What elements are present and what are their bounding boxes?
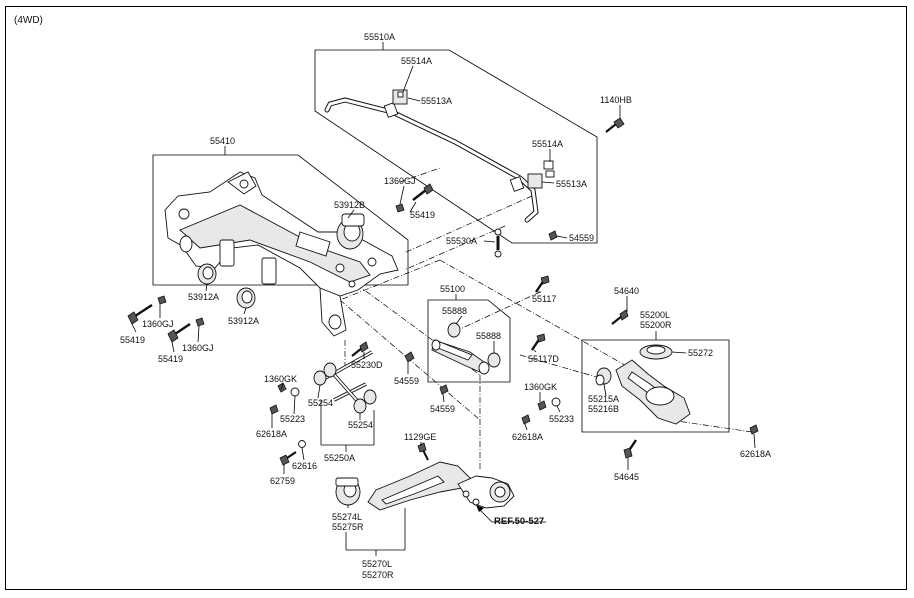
label-55233: 55233 xyxy=(549,414,574,424)
upper-arm xyxy=(595,359,691,425)
bushing-53912a-b xyxy=(236,287,256,309)
bolt-55117 xyxy=(535,275,550,293)
alignment-lines xyxy=(339,167,753,470)
label-55200r: 55200R xyxy=(640,320,672,330)
nut-54559-mid xyxy=(404,351,415,363)
label-62618a-right: 62618A xyxy=(740,449,771,459)
label-55419-top: 55419 xyxy=(410,210,435,220)
spring-seat-55272 xyxy=(639,344,673,360)
label-62618a-mid: 62618A xyxy=(512,432,543,442)
label-55888-b: 55888 xyxy=(476,331,501,341)
label-54559-top: 54559 xyxy=(569,233,594,243)
part-labels: 55510A 55514A 55513A 1140HB 55514A 55513… xyxy=(120,32,771,580)
label-55230d: 55230D xyxy=(351,360,383,370)
label-55200l: 55200L xyxy=(640,310,670,320)
nut-62618a-left xyxy=(269,404,279,415)
label-55275r: 55275R xyxy=(332,522,364,532)
label-62759: 62759 xyxy=(270,476,295,486)
label-55514a-mid: 55514A xyxy=(532,139,563,149)
bolt-54640 xyxy=(611,309,629,325)
label-1360gj-bottom: 1360GJ xyxy=(182,343,214,353)
bolt-62759 xyxy=(279,451,297,466)
bolt-54645 xyxy=(623,439,637,459)
label-53912a-b: 53912A xyxy=(228,316,259,326)
bolt-1140hb xyxy=(605,117,625,133)
label-1360gk-left: 1360GK xyxy=(264,374,297,384)
label-55513a-mid: 55513A xyxy=(556,179,587,189)
label-55250a: 55250A xyxy=(324,453,355,463)
bushing-53912b xyxy=(336,213,365,250)
label-55117: 55117 xyxy=(532,294,556,304)
label-55419-bottom: 55419 xyxy=(158,354,183,364)
bushing-53912a-a xyxy=(197,263,217,285)
washer-55223 xyxy=(290,387,300,397)
label-1360gk-right: 1360GK xyxy=(524,382,557,392)
label-1360gj-left: 1360GJ xyxy=(142,319,174,329)
bolt-55419-bottom xyxy=(167,317,205,343)
label-55272: 55272 xyxy=(688,348,713,358)
label-55100: 55100 xyxy=(440,284,465,294)
label-55513a-top: 55513A xyxy=(421,96,452,106)
label-55215a: 55215A xyxy=(588,394,619,404)
label-55254-b: 55254 xyxy=(348,420,373,430)
upper-arm-box xyxy=(581,339,730,433)
trailing-arm xyxy=(335,442,471,511)
diagram-frame xyxy=(5,6,907,590)
label-55274l: 55274L xyxy=(332,512,362,522)
nut-62618a-right xyxy=(749,424,759,435)
label-53912b: 53912B xyxy=(334,200,365,210)
nut-54559-low xyxy=(439,384,449,395)
crossmember xyxy=(164,171,399,337)
label-54640: 54640 xyxy=(614,286,639,296)
label-55270l: 55270L xyxy=(362,559,392,569)
washer-55233 xyxy=(551,397,561,407)
nut-1360gk-right xyxy=(537,400,547,411)
bolt-55117d xyxy=(531,333,546,351)
label-55419-left: 55419 xyxy=(120,335,145,345)
washer-62616 xyxy=(298,440,306,448)
label-1360gj-top: 1360GJ xyxy=(384,176,416,186)
bolt-55419-left xyxy=(127,295,167,325)
label-54559-low: 54559 xyxy=(430,404,455,414)
label-54645: 54645 xyxy=(614,472,639,482)
label-55117d: 55117D xyxy=(528,354,559,364)
label-54559-mid: 54559 xyxy=(394,376,419,386)
label-53912a-a: 53912A xyxy=(188,292,219,302)
label-62618a-left: 62618A xyxy=(256,429,287,439)
stabilizer-bar xyxy=(324,89,555,258)
label-1140hb: 1140HB xyxy=(600,95,632,105)
label-62616: 62616 xyxy=(292,461,317,471)
label-55410: 55410 xyxy=(210,136,235,146)
label-55254-a: 55254 xyxy=(308,398,333,408)
variant-label: (4WD) xyxy=(14,15,43,26)
label-1129ge: 1129GE xyxy=(404,432,436,442)
ref-arrow xyxy=(476,505,493,523)
nut-54559-top xyxy=(548,230,558,241)
label-55888-a: 55888 xyxy=(442,306,467,316)
label-55223: 55223 xyxy=(280,414,305,424)
label-55216b: 55216B xyxy=(588,404,619,414)
label-55514a-top: 55514A xyxy=(401,56,432,66)
label-55530a: 55530A xyxy=(446,236,477,246)
bolt-55419-top xyxy=(395,183,434,213)
label-55270r: 55270R xyxy=(362,570,394,580)
label-55510a: 55510A xyxy=(364,32,395,42)
stabilizer-bar-box xyxy=(314,49,598,244)
leader-lines xyxy=(131,42,756,556)
lower-arm-assembly xyxy=(431,322,501,375)
crossmember-box xyxy=(152,154,409,286)
lower-arm-box xyxy=(427,299,511,383)
knuckle-hub xyxy=(457,475,515,509)
nut-62618a-mid xyxy=(521,414,531,425)
ref-label: REF.50-527 xyxy=(494,516,544,527)
